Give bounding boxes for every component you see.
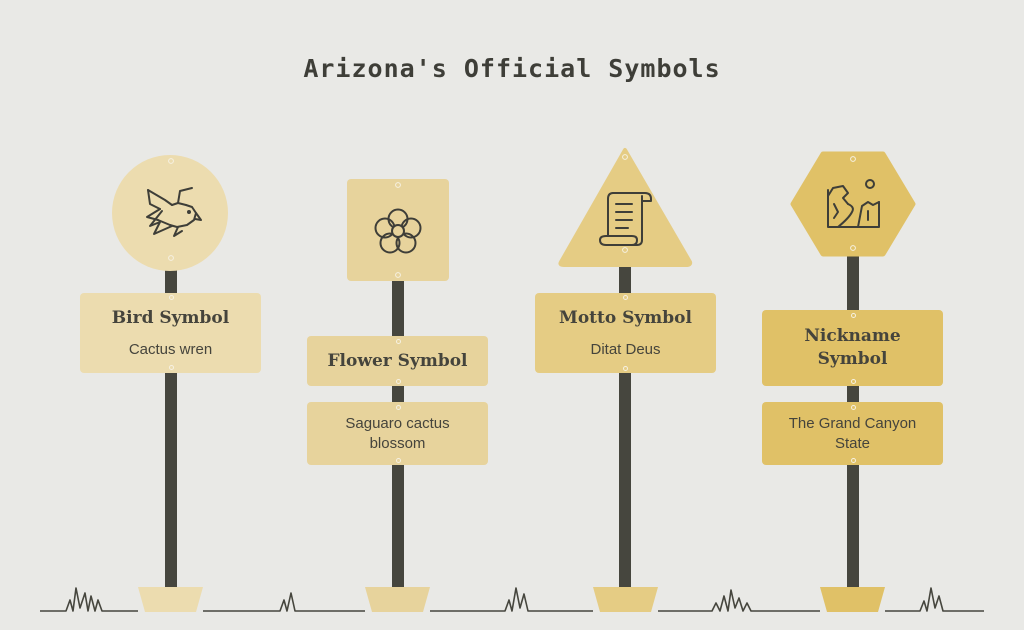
bolts [168, 154, 856, 278]
scroll-icon [599, 192, 652, 246]
motto-sign-triangle [558, 148, 693, 267]
bolt [395, 338, 401, 344]
nickname-symbol-value: The Grand Canyon State [788, 414, 917, 452]
base-motto [593, 587, 658, 612]
bird-sign-circle [112, 155, 228, 271]
bolt [622, 365, 628, 371]
bolt [850, 457, 856, 463]
flower-symbol-heading: Flower Symbol [327, 350, 468, 371]
bolt [395, 404, 401, 410]
bird-symbol-heading: Bird Symbol [111, 307, 230, 328]
base-flower [365, 587, 430, 612]
bird-icon [146, 187, 202, 237]
base-bird [138, 587, 203, 612]
bolt [850, 404, 856, 410]
flower-symbol-board: Flower Symbol [307, 336, 488, 386]
nickname-symbol-value-board: The Grand Canyon State [762, 402, 943, 465]
bolt [168, 294, 174, 300]
ground-line [40, 587, 984, 612]
base-nickname [820, 587, 885, 612]
bird-symbol-value: Cactus wren [128, 340, 213, 358]
flower-symbol-value-board: Saguaro cactus blossom [307, 402, 488, 465]
bolt [168, 364, 174, 370]
bolt [850, 378, 856, 384]
motto-symbol-heading: Motto Symbol [559, 307, 692, 328]
flower-symbol-value: Saguaro cactus blossom [345, 414, 450, 452]
flower-icon [374, 208, 422, 254]
motto-symbol-board: Motto Symbol Ditat Deus [535, 293, 716, 373]
motto-symbol-value: Ditat Deus [590, 340, 661, 358]
page-title: Arizona's Official Symbols [303, 54, 721, 83]
nickname-symbol-heading: Nickname Symbol [804, 326, 901, 369]
bolt [395, 378, 401, 384]
bolt [395, 457, 401, 463]
bolt [622, 294, 628, 300]
canyon-icon [827, 179, 880, 228]
nickname-symbol-board: Nickname Symbol [762, 310, 943, 386]
bolt [850, 312, 856, 318]
bird-symbol-board: Bird Symbol Cactus wren [80, 293, 261, 373]
nickname-sign-hexagon [790, 151, 916, 257]
